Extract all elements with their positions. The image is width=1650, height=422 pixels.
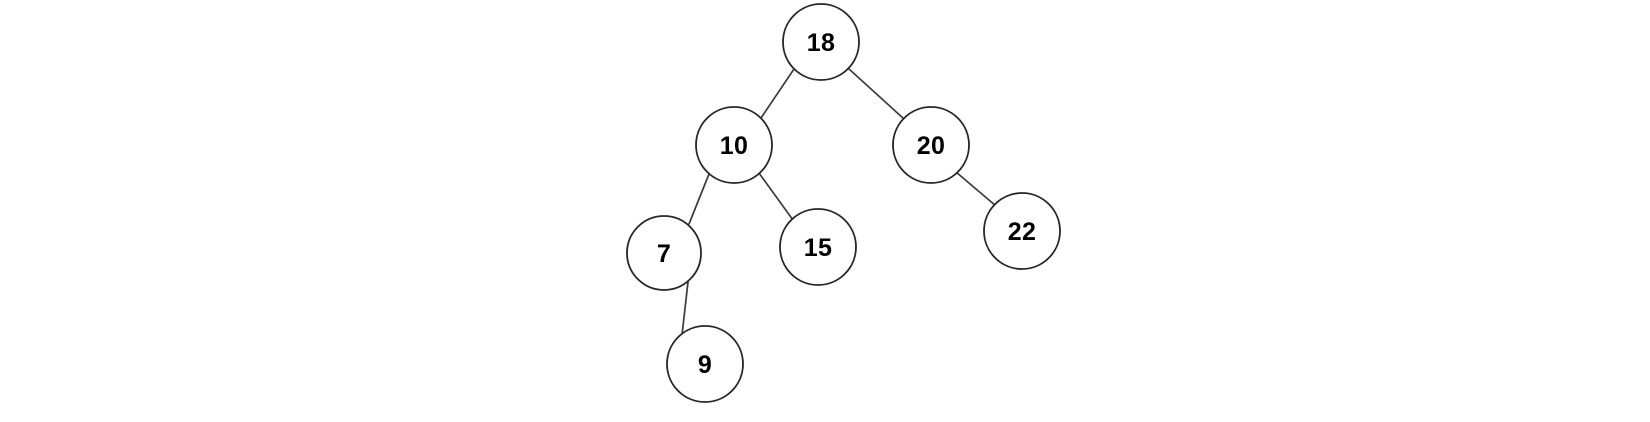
tree-node-15[interactable]: 15	[779, 208, 857, 286]
node-label: 20	[917, 132, 945, 160]
node-circle[interactable]	[782, 3, 860, 81]
node-circle[interactable]	[626, 215, 702, 291]
edge-layer	[681, 68, 997, 336]
tree-node-10[interactable]: 10	[695, 106, 773, 184]
node-label: 18	[807, 29, 835, 57]
node-label: 10	[720, 132, 748, 160]
node-label: 15	[804, 234, 832, 262]
node-circle[interactable]	[666, 325, 744, 403]
node-label: 22	[1008, 218, 1036, 246]
node-label: 9	[698, 351, 712, 379]
tree-node-20[interactable]: 20	[892, 106, 970, 184]
tree-edge	[681, 281, 689, 336]
tree-node-22[interactable]: 22	[983, 192, 1061, 270]
tree-edge	[955, 171, 997, 207]
tree-edge	[760, 68, 795, 119]
tree-node-7[interactable]: 7	[626, 215, 702, 291]
node-circle[interactable]	[695, 106, 773, 184]
tree-edge	[688, 173, 710, 225]
node-layer: 18 10 20 7 15 22 9	[626, 3, 1061, 403]
node-label: 7	[657, 240, 671, 268]
node-circle[interactable]	[779, 208, 857, 286]
node-circle[interactable]	[892, 106, 970, 184]
node-circle[interactable]	[983, 192, 1061, 270]
tree-node-9[interactable]: 9	[666, 325, 744, 403]
tree-edge	[848, 68, 905, 120]
tree-node-18[interactable]: 18	[782, 3, 860, 81]
tree-edge	[758, 172, 794, 221]
